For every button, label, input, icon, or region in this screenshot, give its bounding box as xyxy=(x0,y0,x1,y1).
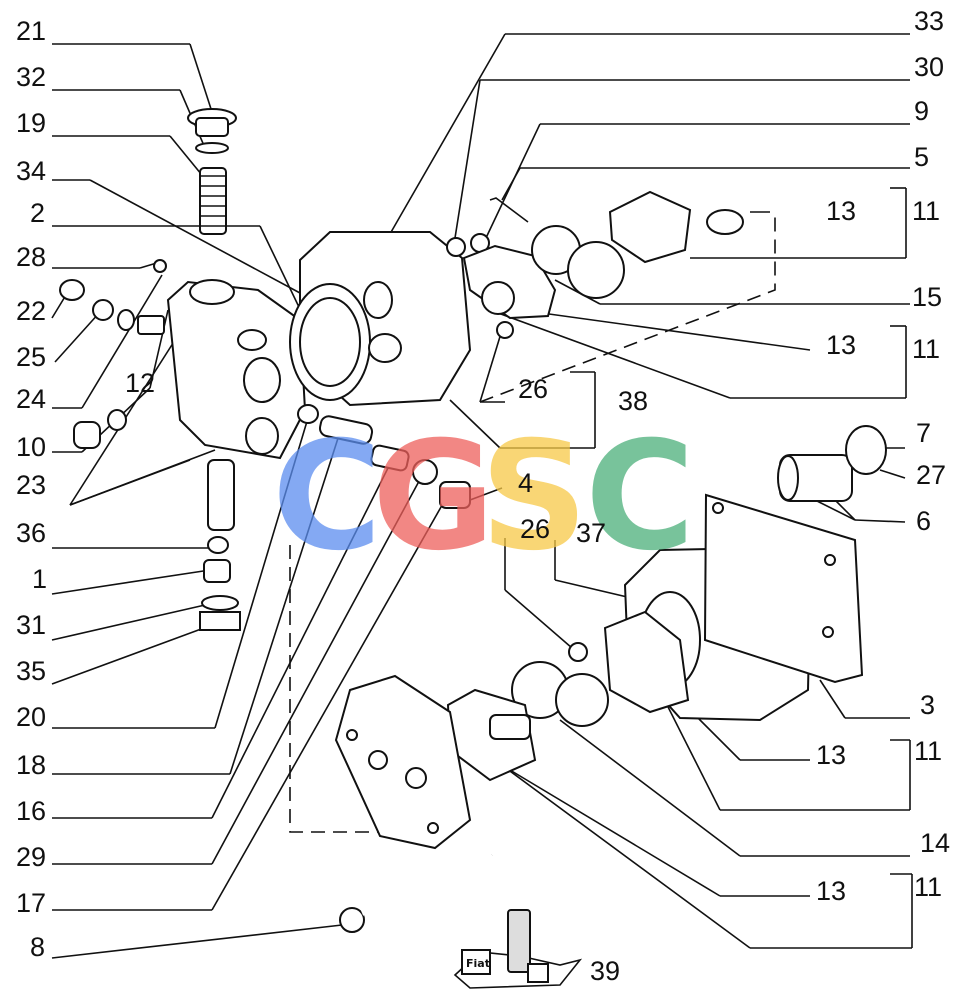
callout: 11 xyxy=(914,872,942,902)
callout: 15 xyxy=(912,282,942,312)
callout: 26 xyxy=(520,514,550,544)
valve-spring-assembly xyxy=(297,404,471,509)
watermark-letter-s: S xyxy=(480,410,588,584)
lower-valve-stack xyxy=(199,459,241,631)
callout: 22 xyxy=(16,296,46,326)
callout: 35 xyxy=(16,656,46,686)
callout: 27 xyxy=(916,460,946,490)
callout: 12 xyxy=(125,368,155,398)
callout: 37 xyxy=(576,518,606,548)
front-gear-set xyxy=(446,610,690,782)
callout: 39 xyxy=(590,956,620,986)
callout: 23 xyxy=(16,470,46,500)
watermark-letter-c1: C xyxy=(272,410,382,584)
callout: 33 xyxy=(914,6,944,36)
cgsc-watermark: C G S C xyxy=(272,410,695,584)
callout: 19 xyxy=(16,108,46,138)
callout: 6 xyxy=(916,506,931,536)
callout: 14 xyxy=(920,828,950,858)
coupling-sleeve xyxy=(777,425,887,502)
callout: 36 xyxy=(16,518,46,548)
callout: 28 xyxy=(16,242,46,272)
callout: 1 xyxy=(32,564,47,594)
fiat-brand-label: Fiat xyxy=(466,957,490,970)
callout: 8 xyxy=(30,932,45,962)
callout: 11 xyxy=(914,736,942,766)
callout: 38 xyxy=(618,386,648,416)
end-cover-plate xyxy=(334,674,472,850)
callout: 31 xyxy=(16,610,46,640)
callout: 7 xyxy=(916,418,931,448)
callout: 25 xyxy=(16,342,46,372)
callout: 20 xyxy=(16,702,46,732)
callout: 29 xyxy=(16,842,46,872)
watermark-letter-g: G xyxy=(372,410,495,584)
callout: 30 xyxy=(914,52,944,82)
callouts-left: 21 32 19 34 2 28 22 25 24 12 10 23 36 1 … xyxy=(16,16,155,962)
callout: 11 xyxy=(912,196,940,226)
callout: 16 xyxy=(16,796,46,826)
cap-plug xyxy=(187,108,237,154)
callouts-right: 33 30 9 5 13 11 15 13 11 26 38 7 27 6 4 … xyxy=(518,6,950,986)
callout: 10 xyxy=(16,432,46,462)
callout: 9 xyxy=(914,96,929,126)
callout: 18 xyxy=(16,750,46,780)
callout: 26 xyxy=(518,374,548,404)
callout: 4 xyxy=(518,468,533,498)
rear-gear-set xyxy=(446,190,744,339)
rear-pump-housing xyxy=(289,231,472,407)
callout: 13 xyxy=(826,330,856,360)
long-bolt xyxy=(339,852,494,933)
watermark-letter-c2: C xyxy=(585,410,695,584)
fiat-product-tube: Fiat xyxy=(453,909,583,989)
callout: 13 xyxy=(816,876,846,906)
callout: 5 xyxy=(914,142,929,172)
callout: 34 xyxy=(16,156,46,186)
spring-upper xyxy=(199,167,227,235)
callout: 32 xyxy=(16,62,46,92)
callout: 21 xyxy=(16,16,46,46)
callout: 13 xyxy=(816,740,846,770)
callout: 3 xyxy=(920,690,935,720)
callout: 13 xyxy=(826,196,856,226)
callout: 11 xyxy=(912,334,940,364)
callout: 2 xyxy=(30,198,45,228)
callout: 24 xyxy=(16,384,46,414)
small-fittings-left xyxy=(59,259,167,449)
valve-body xyxy=(166,279,307,460)
callout: 17 xyxy=(16,888,46,918)
assembly-dashed-lines xyxy=(289,212,776,833)
